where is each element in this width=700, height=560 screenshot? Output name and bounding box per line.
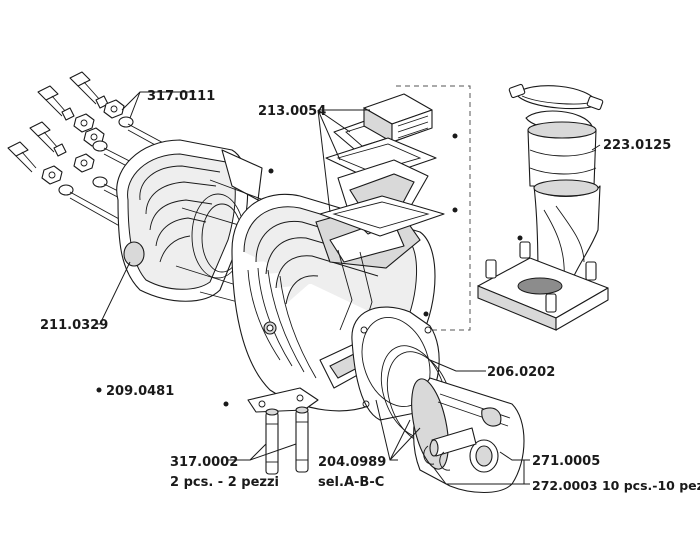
- leader-lines: [96, 91, 601, 485]
- label-317-0111: 317.0111: [147, 89, 215, 104]
- bolt: [7, 141, 37, 173]
- label-213-0054: 213.0054: [258, 104, 326, 119]
- cylinder-head: [116, 139, 263, 302]
- bullet-209-0481: [96, 387, 102, 393]
- dowel-pins: [265, 406, 309, 475]
- label-206-0202: 206.0202: [487, 365, 555, 380]
- label-211-0329: 211.0329: [40, 318, 108, 333]
- label-271-0005: 271.0005: [532, 454, 600, 469]
- washer: [92, 140, 108, 152]
- nut: [73, 153, 95, 173]
- bolt: [29, 121, 67, 157]
- base-gasket: [223, 387, 319, 413]
- label-317-0002-qty: 2 pcs. - 2 pezzi: [170, 475, 279, 490]
- nut: [103, 99, 125, 119]
- piston: [411, 377, 525, 493]
- washer: [92, 176, 108, 188]
- label-204-0989: 204.0989: [318, 455, 386, 470]
- bolt: [69, 71, 109, 109]
- intake-manifold: [477, 83, 609, 331]
- label-317-0002: 317.0002: [170, 455, 238, 470]
- label-209-0481: 209.0481: [106, 384, 174, 399]
- label-272-0003: 272.0003 10 pcs.-10 pezzi: [532, 478, 700, 493]
- washer: [58, 184, 74, 196]
- reed-valve: [319, 93, 458, 237]
- nut: [73, 113, 95, 133]
- label-204-0989-selection: sel.A-B-C: [318, 475, 384, 490]
- alignment-guide: [396, 85, 471, 331]
- label-223-0125: 223.0125: [603, 138, 671, 153]
- bolt: [37, 85, 75, 121]
- nut: [41, 165, 63, 185]
